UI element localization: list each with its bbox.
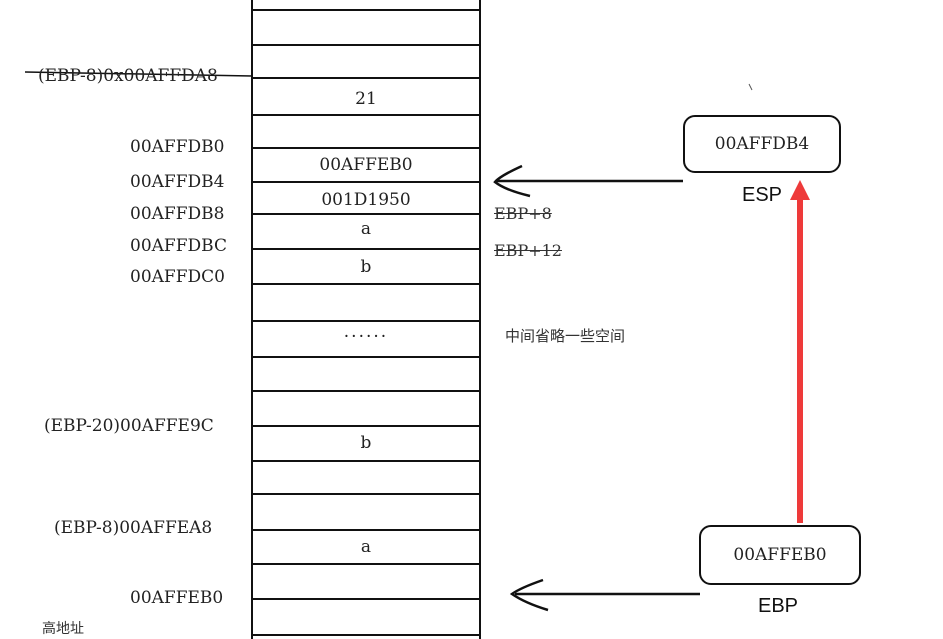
ebp-register-box: 00AFFEB0 xyxy=(699,525,861,585)
address-00affdb4: 00AFFDB4 xyxy=(130,172,225,192)
address-00affeb0: 00AFFEB0 xyxy=(130,588,224,608)
stack-cell-saved-ebp: 00AFFEB0 xyxy=(319,155,413,175)
esp-register-value: 00AFFDB4 xyxy=(714,134,810,154)
arrow-up-icon xyxy=(790,180,810,523)
stack-cell-a-top: a xyxy=(360,219,372,239)
esp-label: ESP xyxy=(742,184,783,206)
stack-cell-b-top: b xyxy=(360,257,372,277)
stack-cell-ellipsis: ······ xyxy=(343,327,389,347)
high-address-label: 高地址 xyxy=(42,621,84,637)
address-ebp-minus-8-top: (EBP-8)0x00AFFDA8 xyxy=(38,66,218,86)
address-ebp-minus-8-bottom: (EBP-8)00AFFEA8 xyxy=(54,518,213,538)
esp-register-box: 00AFFDB4 xyxy=(683,115,841,173)
address-ebp-minus-20: (EBP-20)00AFFE9C xyxy=(44,416,214,436)
address-00affdb8: 00AFFDB8 xyxy=(130,204,225,224)
address-00affdb0: 00AFFDB0 xyxy=(130,137,225,157)
stack-cell-return-address: 001D1950 xyxy=(321,190,411,210)
ebp-label: EBP xyxy=(758,595,799,617)
stack-cell-21: 21 xyxy=(355,89,377,109)
stack-cell-b-bottom: b xyxy=(360,433,372,453)
note-ebp-plus-8: EBP+8 xyxy=(494,204,552,223)
address-00affdbc: 00AFFDBC xyxy=(130,236,227,256)
note-omitted-space: 中间省略一些空间 xyxy=(505,327,626,345)
stack-cell-a-bottom: a xyxy=(360,537,372,557)
address-00affdc0: 00AFFDC0 xyxy=(130,267,225,287)
arrow-left-icon xyxy=(493,164,683,198)
arrow-left-icon xyxy=(509,578,700,612)
ebp-register-value: 00AFFEB0 xyxy=(733,545,827,565)
note-ebp-plus-12: EBP+12 xyxy=(494,241,562,260)
